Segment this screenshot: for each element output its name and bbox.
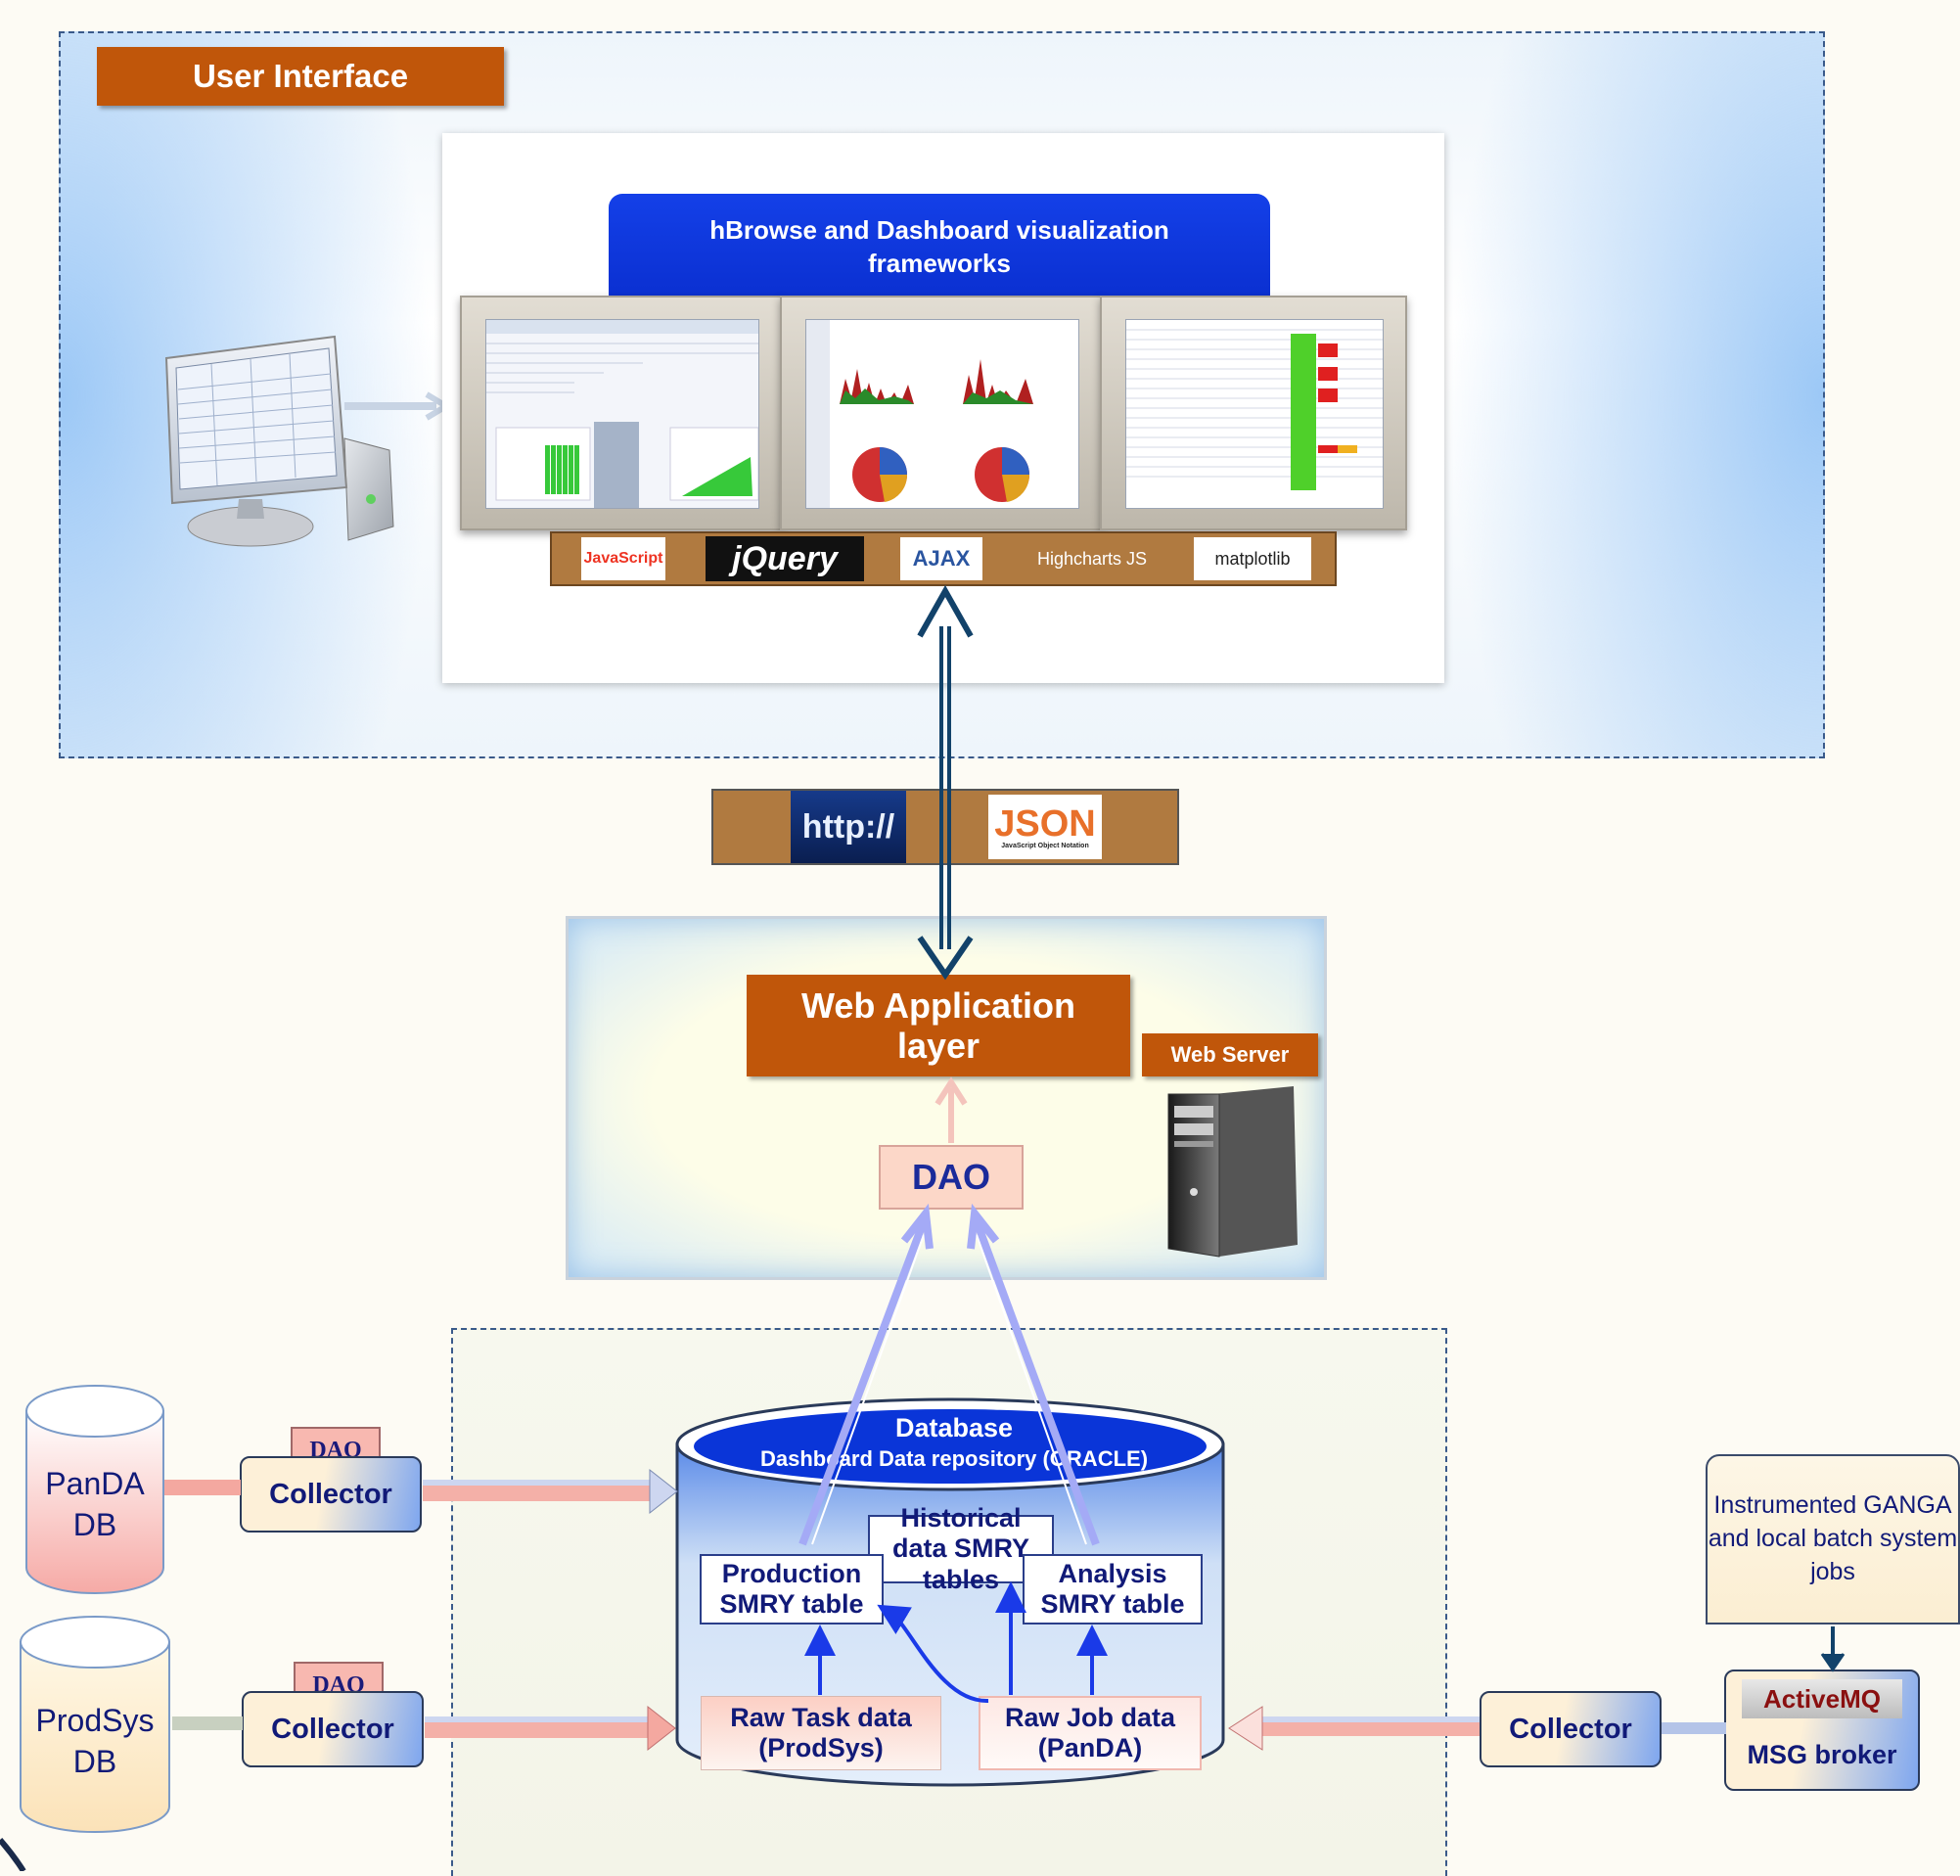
ajax-logo: AJAX xyxy=(900,537,982,580)
web-application-layer-label: Web Application layer xyxy=(747,975,1130,1076)
server-icon xyxy=(1167,1086,1298,1258)
status-table-thumbnail xyxy=(1126,320,1383,508)
note-to-broker-arrow xyxy=(1820,1626,1846,1672)
panda-db-label: PanDA DB xyxy=(45,1466,145,1542)
table-chart-thumbnail xyxy=(486,320,758,508)
matplotlib-logo: matplotlib xyxy=(1194,537,1311,580)
raw-task-data: Raw Task data (ProdSys) xyxy=(701,1696,941,1770)
dao-web-box: DAO xyxy=(879,1145,1024,1210)
raw-job-data: Raw Job data (PanDA) xyxy=(979,1696,1202,1770)
jquery-logo: jQuery xyxy=(706,536,864,581)
screenshot-panel-3 xyxy=(1100,296,1407,530)
collector-activemq: Collector xyxy=(1480,1691,1662,1767)
jquery-logo-text: jQuery xyxy=(732,539,838,577)
internal-db-arrows xyxy=(804,1581,1108,1704)
screenshot-panel-1 xyxy=(460,296,783,530)
corner-curve xyxy=(0,1838,26,1871)
highcharts-logo: Highcharts JS xyxy=(1036,548,1148,569)
http-logo: http:// xyxy=(791,791,906,863)
user-interface-label: User Interface xyxy=(97,47,504,106)
dao-to-webapp-arrow xyxy=(934,1076,968,1143)
db-to-dao-arrows xyxy=(798,1203,1100,1546)
frameworks-title: hBrowse and Dashboard visualization fram… xyxy=(609,194,1270,301)
prodsys-db-label: ProdSys DB xyxy=(35,1703,155,1779)
collector-prodsys: Collector xyxy=(242,1691,424,1767)
source-pipes xyxy=(164,1468,1726,1752)
panda-db-cylinder xyxy=(25,1385,164,1594)
http-json-bidirectional-arrow xyxy=(917,584,974,981)
database-subtitle: Dashboard Data repository (ORACLE) xyxy=(759,1446,1149,1471)
collector-panda: Collector xyxy=(240,1456,422,1533)
production-smry-table: Production SMRY table xyxy=(700,1554,884,1624)
json-logo-subtext: JavaScript Object Notation xyxy=(1001,842,1089,849)
screenshot-panel-2 xyxy=(780,296,1103,530)
msg-broker-label: MSG broker xyxy=(1747,1740,1897,1769)
database-title: Database xyxy=(894,1413,1014,1442)
json-logo-text: JSON xyxy=(994,802,1096,845)
web-server-label: Web Server xyxy=(1142,1033,1318,1076)
analysis-smry-table: Analysis SMRY table xyxy=(1023,1554,1203,1624)
javascript-logo: JavaScript xyxy=(581,537,665,580)
activemq-logo: ActiveMQ xyxy=(1742,1679,1902,1718)
computer-icon xyxy=(164,335,394,547)
json-logo: JSON JavaScript Object Notation xyxy=(988,795,1102,859)
dashboard-thumbnail xyxy=(806,320,1078,508)
prodsys-db-cylinder xyxy=(20,1616,170,1833)
msg-broker-box: ActiveMQ MSG broker xyxy=(1724,1670,1920,1791)
instrumented-jobs-note: Instrumented GANGA and local batch syste… xyxy=(1706,1454,1960,1624)
